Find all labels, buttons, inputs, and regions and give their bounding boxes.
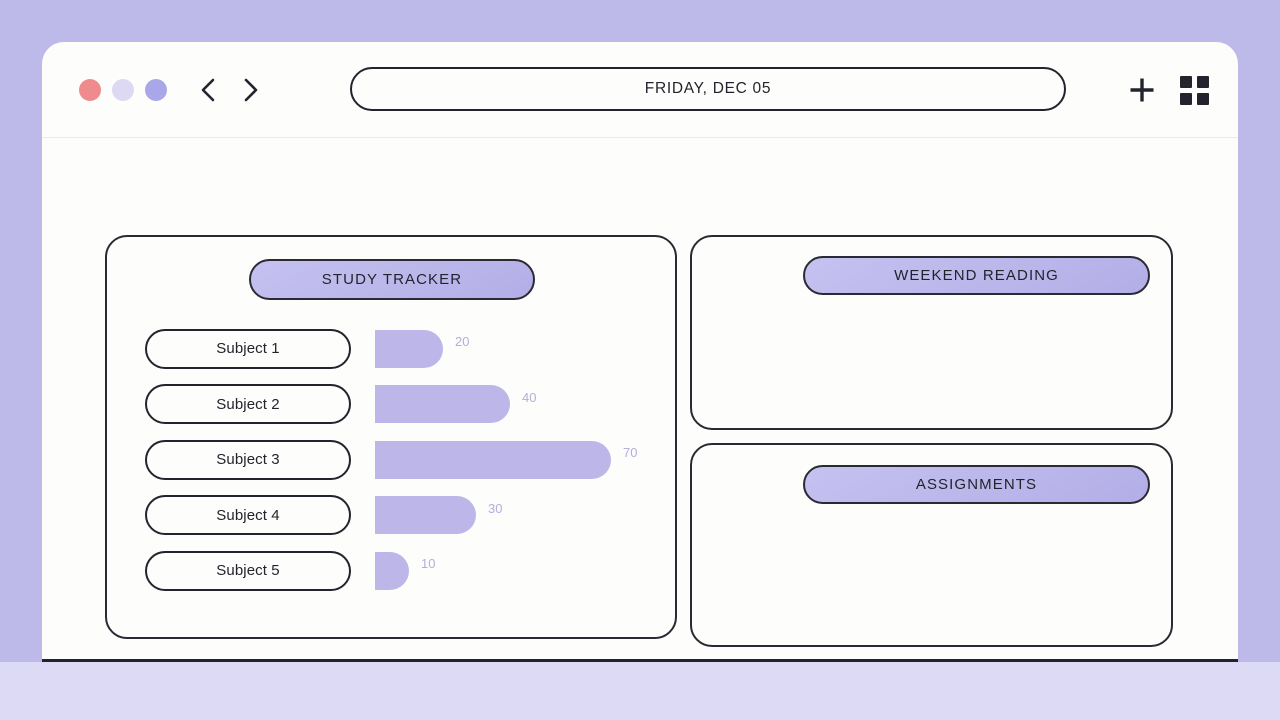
subject-button-1[interactable]: Subject 1 [145, 328, 351, 369]
bar-value-5: 10 [421, 556, 436, 572]
study-tracker-title-pill[interactable]: STUDY TRACKER [249, 259, 535, 300]
bar-value-1: 20 [455, 334, 470, 350]
minimize-window-button[interactable] [112, 78, 134, 101]
maximize-window-button[interactable] [145, 78, 167, 101]
address-bar[interactable]: FRIDAY, DEC 05 [350, 67, 1066, 111]
bar-value-2: 40 [522, 389, 537, 405]
assignments-title: ASSIGNMENTS [915, 476, 1038, 493]
titlebar-actions [1126, 42, 1210, 138]
grid-view-button[interactable] [1178, 74, 1210, 106]
weekend-reading-title-pill[interactable]: WEEKEND READING [803, 256, 1150, 295]
subject-button-2[interactable]: Subject 2 [145, 384, 351, 425]
bar-value-4: 30 [488, 500, 503, 516]
study-tracker-title: STUDY TRACKER [321, 271, 463, 288]
bar-5 [375, 551, 409, 590]
bar-3 [375, 440, 611, 479]
bar-group-1: 20 [375, 321, 469, 377]
bar-value-3: 70 [623, 445, 638, 461]
back-button[interactable] [195, 75, 221, 105]
subject-rows: Subject 1 20 Subject 2 40 [107, 321, 675, 599]
subject-button-4[interactable]: Subject 4 [145, 495, 351, 536]
assignments-title-pill[interactable]: ASSIGNMENTS [803, 465, 1150, 504]
bar-1 [375, 329, 443, 368]
grid-cell [1179, 75, 1192, 88]
subject-label: Subject 5 [216, 562, 280, 580]
grid-cell [1179, 92, 1192, 105]
app-window: FRIDAY, DEC 05 STU [42, 42, 1238, 662]
bar-group-4: 30 [375, 488, 502, 544]
subject-row: Subject 2 40 [107, 377, 675, 433]
close-window-button[interactable] [79, 78, 101, 101]
bar-4 [375, 496, 476, 535]
study-tracker-panel: STUDY TRACKER Subject 1 20 Subject 2 [105, 235, 677, 639]
assignments-panel: ASSIGNMENTS [690, 443, 1173, 647]
subject-row: Subject 3 70 [107, 432, 675, 488]
current-date-label: FRIDAY, DEC 05 [644, 80, 772, 97]
grid-cell [1196, 75, 1209, 88]
subject-label: Subject 1 [216, 340, 280, 358]
grid-icon [1179, 75, 1209, 105]
plus-icon [1130, 78, 1154, 102]
subject-row: Subject 1 20 [107, 321, 675, 377]
subject-label: Subject 3 [216, 451, 280, 469]
navigation-arrows [195, 75, 264, 105]
titlebar: FRIDAY, DEC 05 [42, 42, 1238, 138]
subject-label: Subject 2 [216, 395, 280, 413]
grid-cell [1196, 92, 1209, 105]
subject-button-5[interactable]: Subject 5 [145, 550, 351, 591]
bar-group-2: 40 [375, 377, 536, 433]
subject-label: Subject 4 [216, 506, 280, 524]
subject-row: Subject 5 10 [107, 543, 675, 599]
bar-group-3: 70 [375, 432, 637, 488]
subject-row: Subject 4 30 [107, 488, 675, 544]
chevron-right-icon [244, 78, 258, 101]
window-controls [79, 78, 167, 101]
weekend-reading-panel: WEEKEND READING [690, 235, 1173, 430]
subject-button-3[interactable]: Subject 3 [145, 439, 351, 480]
weekend-reading-title: WEEKEND READING [894, 267, 1059, 284]
bar-group-5: 10 [375, 543, 435, 599]
add-button[interactable] [1126, 74, 1158, 106]
bar-2 [375, 385, 510, 424]
chevron-left-icon [201, 78, 215, 101]
forward-button[interactable] [238, 75, 264, 105]
desktop-backdrop-lower [0, 662, 1280, 720]
